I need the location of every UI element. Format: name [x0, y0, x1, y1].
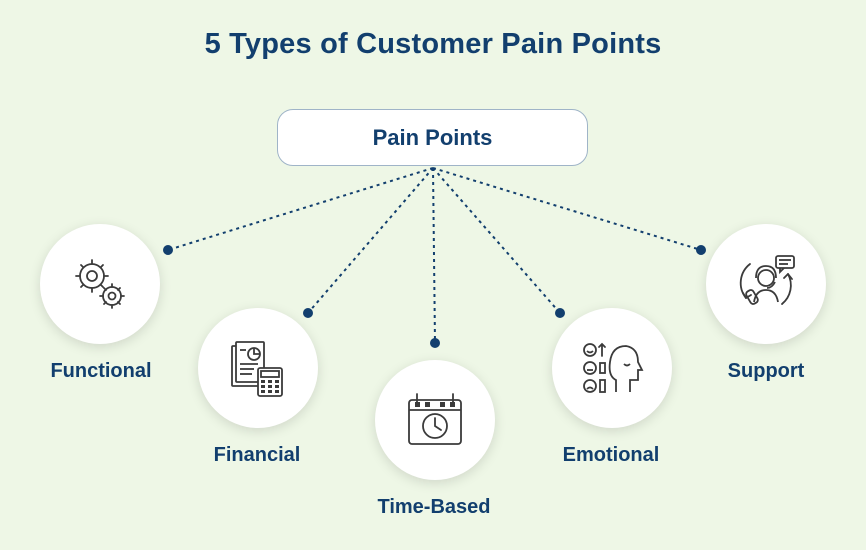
connector-dot-functional [163, 245, 173, 255]
label-time-based: Time-Based [377, 496, 491, 518]
connector-support [432, 167, 702, 251]
page-title: 5 Types of Customer Pain Points [204, 28, 662, 60]
label-support: Support [727, 360, 805, 382]
label-functional: Functional [50, 360, 152, 382]
customer-support-icon [739, 255, 795, 305]
connector-emotional [432, 167, 561, 314]
connector-dot-support [696, 245, 706, 255]
connector-dot-financial [303, 308, 313, 318]
connector-functional [167, 167, 434, 251]
label-emotional: Emotional [562, 444, 660, 466]
node-functional [40, 224, 160, 344]
node-time-based [375, 360, 495, 480]
root-node-label: Pain Points [372, 124, 493, 150]
label-financial: Financial [213, 444, 301, 466]
connector-dot-time-based [430, 338, 440, 348]
node-financial [198, 308, 318, 428]
node-support [706, 224, 826, 344]
connector-dot-emotional [555, 308, 565, 318]
node-emotional [552, 308, 672, 428]
calendar-clock-icon [408, 393, 462, 445]
gears-icon [75, 259, 125, 309]
connector-time-based [432, 167, 436, 344]
emotion-faces-icon [583, 342, 644, 393]
root-node-pain-points: Pain Points [277, 109, 588, 166]
calculator-report-icon [231, 341, 283, 397]
connector-financial [307, 167, 434, 314]
